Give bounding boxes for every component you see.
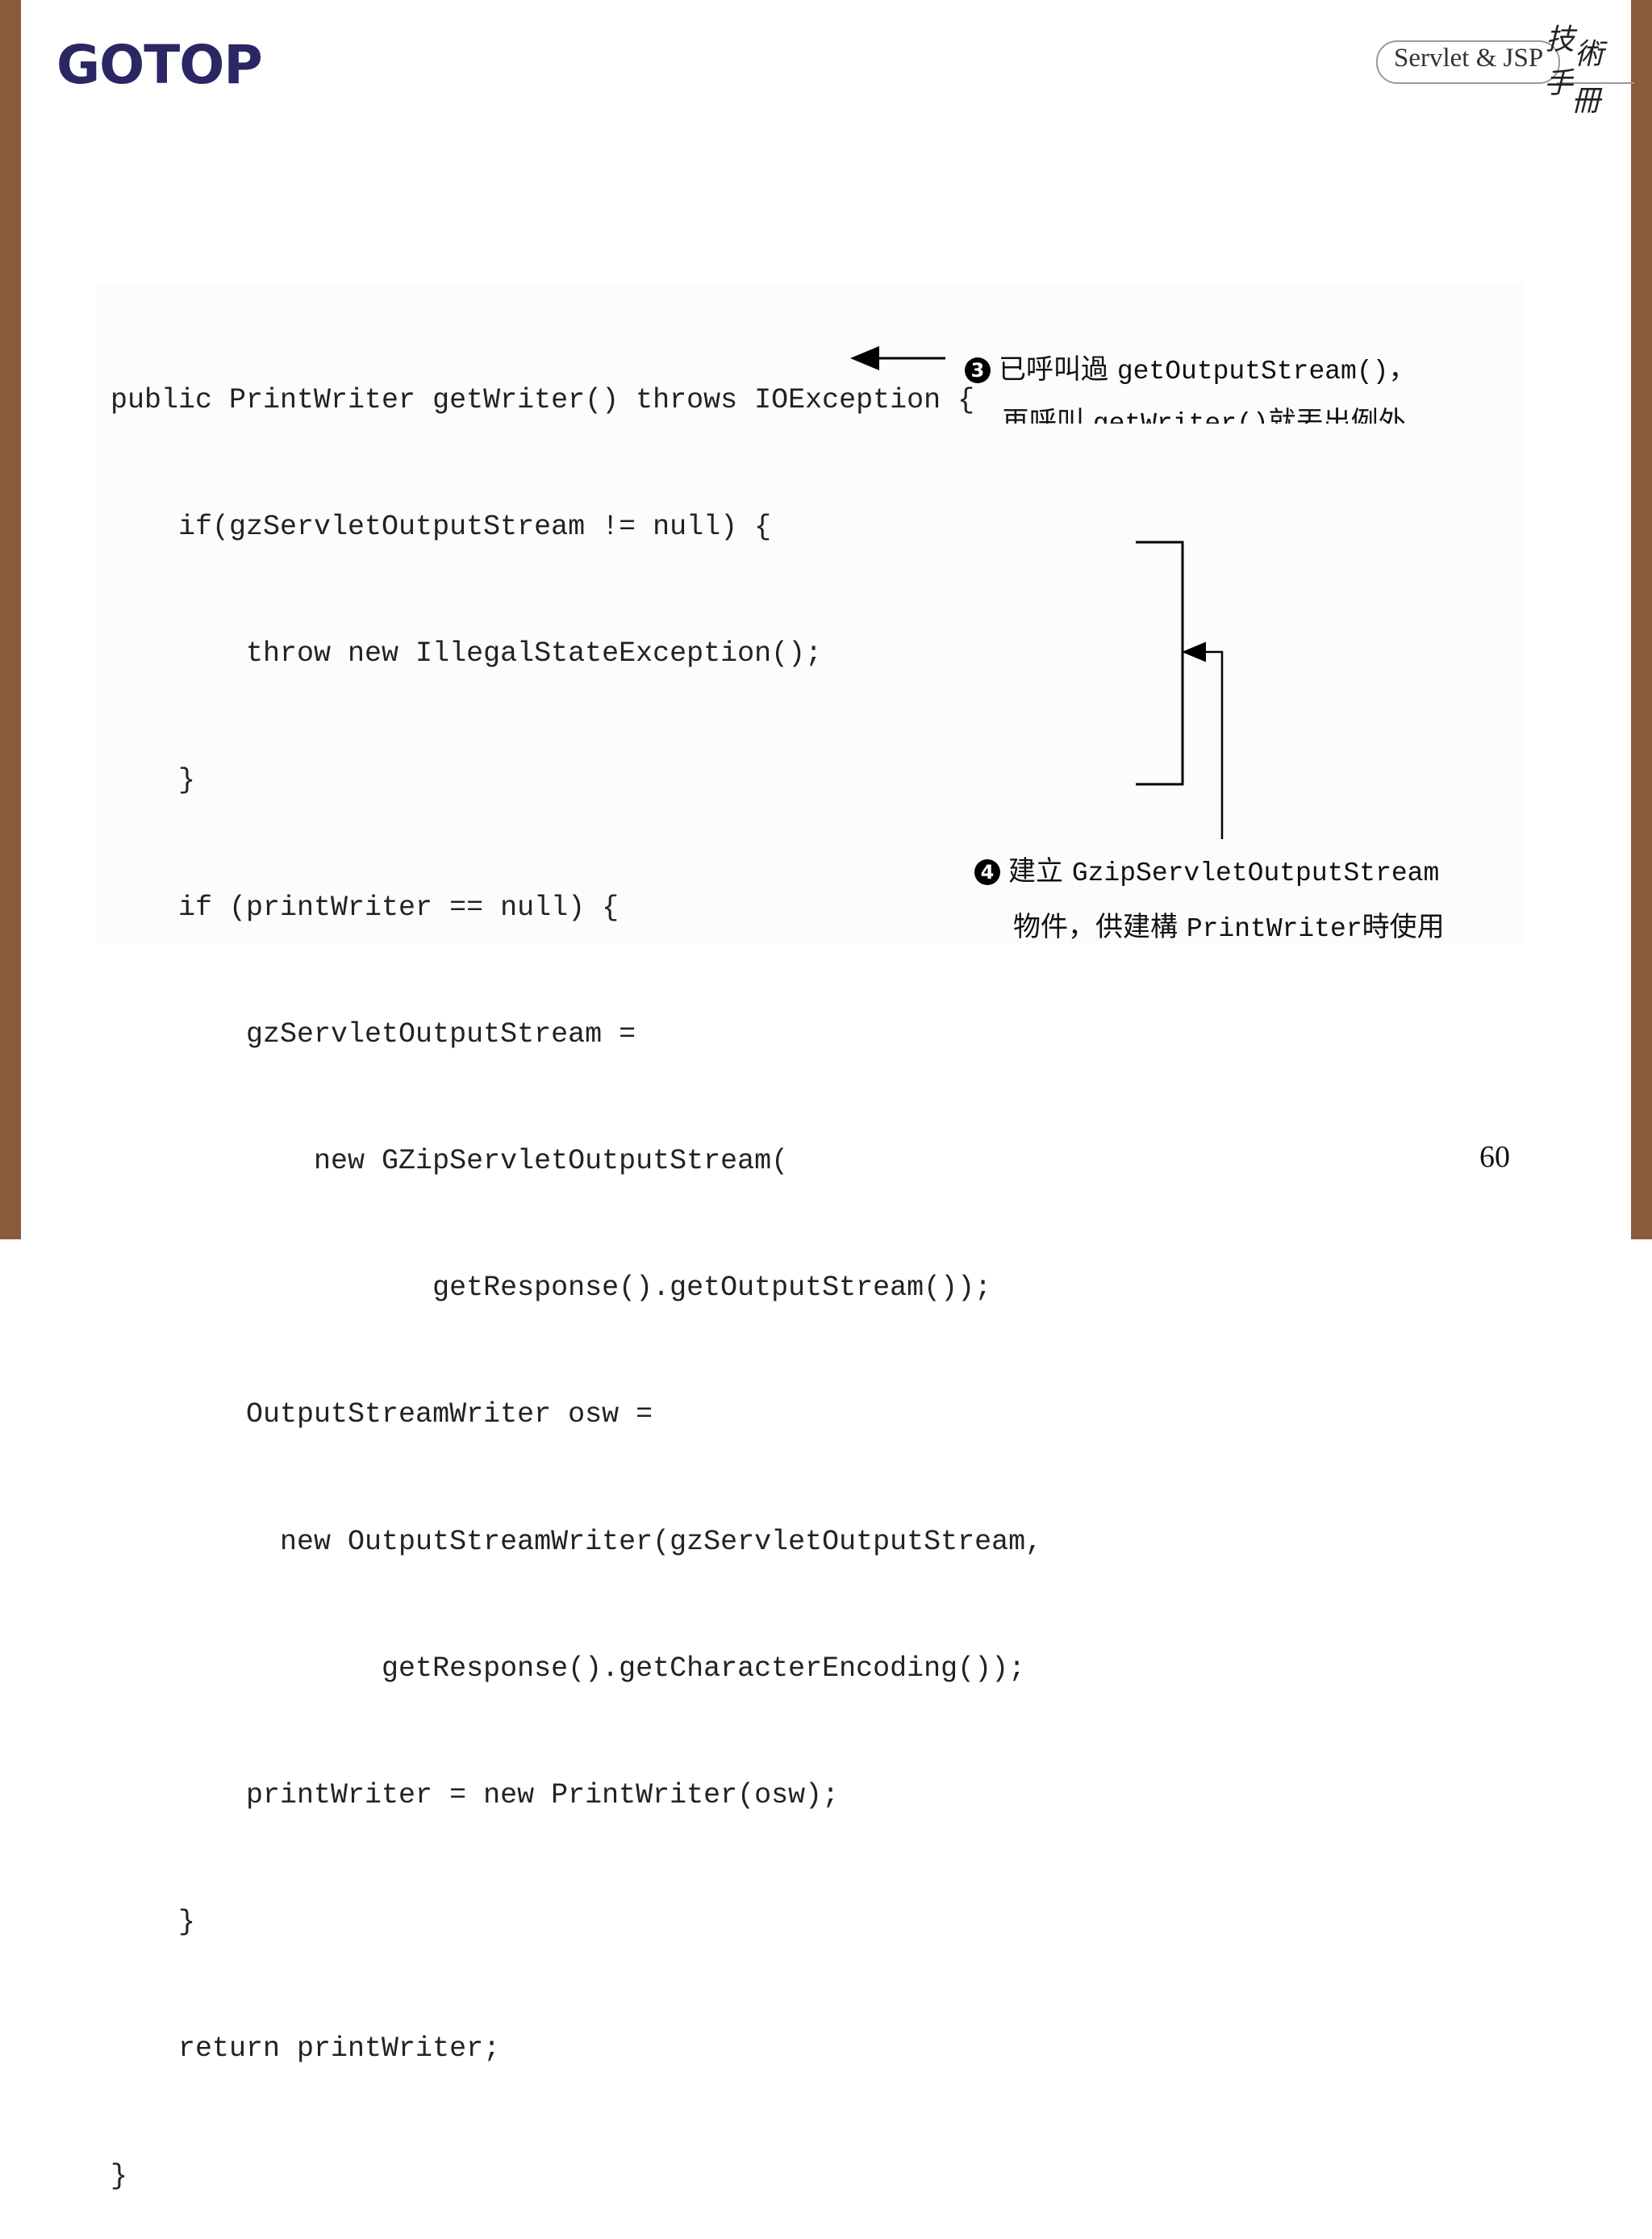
- note4-text: 建立: [1008, 855, 1072, 888]
- code-block: public PrintWriter getWriter() throws IO…: [111, 294, 1042, 2239]
- left-border: [0, 0, 21, 1239]
- series-calligraphy-logo: 技 術 手 冊: [1542, 16, 1608, 118]
- code-line: gzServletOutputStream =: [111, 1017, 636, 1051]
- note3-line2-code: getWriter(): [1093, 409, 1269, 424]
- calligraphy-char: 術: [1575, 38, 1604, 71]
- page-number: 60: [1479, 1140, 1510, 1174]
- note3-line2-text: 再呼叫: [1002, 406, 1093, 424]
- note4-line1: 4 建立 GzipServletOutputStream: [974, 849, 1445, 888]
- code-line: if(gzServletOutputStream != null) {: [111, 511, 772, 544]
- note-3: 3 已呼叫過 getOutputStream()， 再呼叫 getWriter()…: [965, 347, 1416, 424]
- marker-4: 4: [974, 859, 1000, 885]
- right-border: [1631, 0, 1652, 1239]
- note3-code: getOutputStream(): [1116, 357, 1389, 386]
- code-line: OutputStreamWriter osw =: [111, 1398, 653, 1431]
- code-line: getResponse().getCharacterEncoding());: [111, 1652, 1026, 1685]
- series-badge: Servlet & JSP: [1376, 37, 1634, 86]
- note3-text: 已呼叫過: [999, 353, 1117, 386]
- code-line: if (printWriter == null) {: [111, 891, 620, 924]
- series-pill: [1376, 40, 1560, 84]
- note4-code: GzipServletOutputStream: [1071, 858, 1440, 888]
- code-line: }: [111, 1906, 196, 1939]
- code-line: getResponse().getOutputStream());: [111, 1272, 992, 1305]
- calligraphy-char: 手: [1544, 67, 1574, 100]
- code-line: public PrintWriter getWriter() throws IO…: [111, 383, 975, 416]
- content-panel: [97, 282, 1525, 944]
- marker-3: 3: [965, 357, 991, 383]
- note3-suffix: ，: [1388, 353, 1416, 386]
- code-line: }: [111, 2159, 128, 2192]
- code-line: new OutputStreamWriter(gzServletOutputSt…: [111, 1525, 1043, 1558]
- note-4: 4 建立 GzipServletOutputStream 物件，供建構 Print…: [974, 849, 1445, 944]
- gotop-logo: GOTOP: [56, 34, 263, 96]
- note4-line2-prefix: 物件，供建構: [1013, 911, 1187, 943]
- code-line: return printWriter;: [111, 2032, 501, 2066]
- note3-line2: 再呼叫 getWriter()就丟出例外: [1002, 399, 1416, 424]
- code-line: new GZipServletOutputStream(: [111, 1145, 789, 1178]
- series-title: Servlet & JSP: [1394, 44, 1544, 73]
- note4-line2-code: PrintWriter: [1186, 914, 1362, 944]
- series-divider: [1557, 82, 1634, 84]
- code-line: }: [111, 764, 196, 797]
- note3-line1: 3 已呼叫過 getOutputStream()，: [965, 347, 1416, 386]
- code-line: throw new IllegalStateException();: [111, 637, 823, 670]
- calligraphy-char: 技: [1546, 23, 1575, 56]
- note4-line2-suffix: 時使用: [1362, 911, 1445, 943]
- note4-line2: 物件，供建構 PrintWriter時使用: [1013, 904, 1445, 944]
- code-line: printWriter = new PrintWriter(osw);: [111, 1779, 840, 1812]
- calligraphy-char: 冊: [1571, 85, 1601, 118]
- note3-line2-suffix: 就丟出例外: [1268, 406, 1406, 424]
